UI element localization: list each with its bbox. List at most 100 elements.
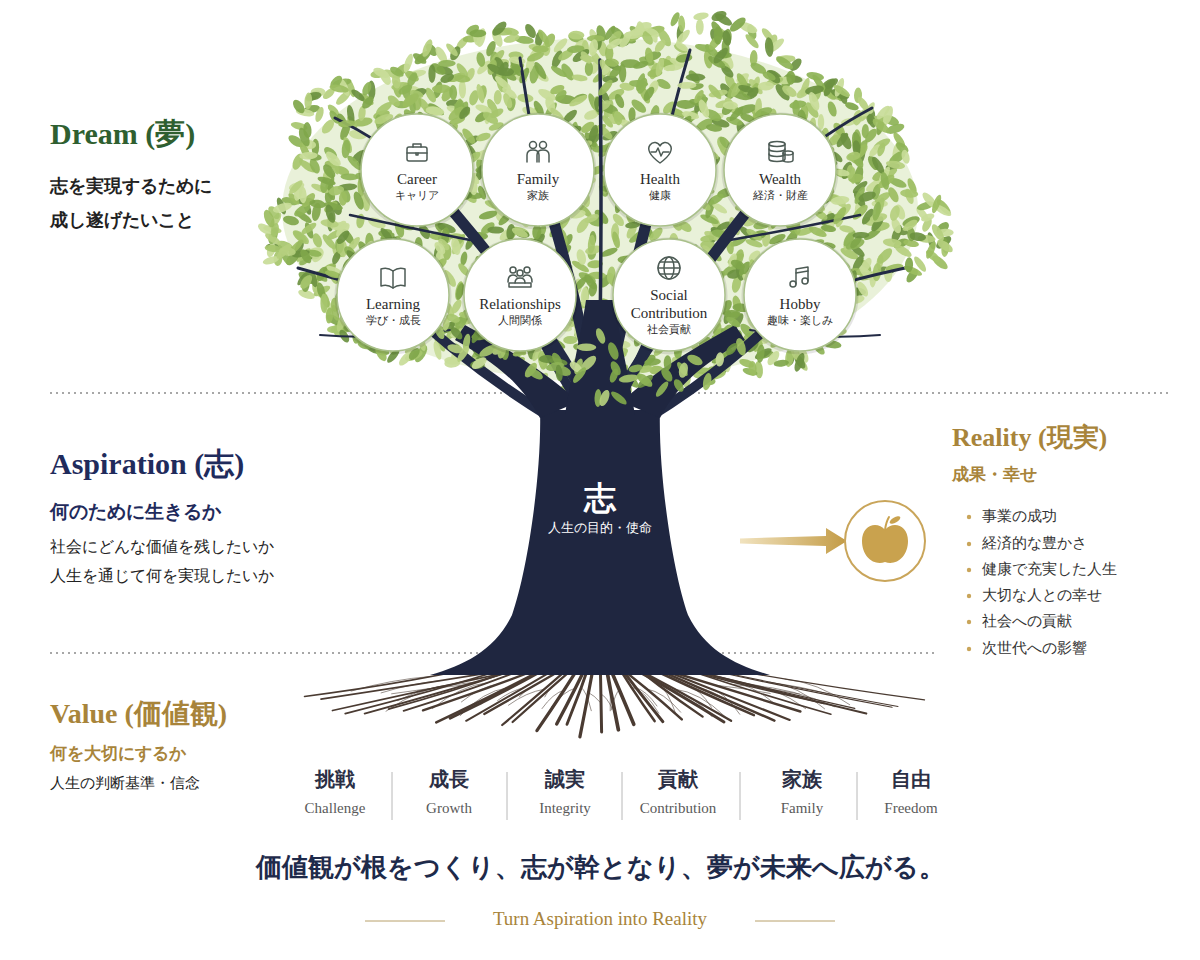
leaf	[773, 359, 789, 368]
circle-shape	[743, 238, 857, 352]
leaf	[838, 131, 854, 151]
leaf	[523, 22, 538, 40]
section-text: 社会にどんな価値を残したいか	[50, 537, 274, 556]
leaf	[715, 352, 725, 367]
trunk-body	[430, 410, 770, 675]
circle-shadow	[743, 239, 857, 353]
leaf	[484, 40, 497, 58]
leaf	[654, 57, 666, 77]
leaf	[686, 73, 705, 81]
value-word-en: Growth	[426, 799, 472, 817]
leaf	[774, 54, 795, 72]
leaf	[454, 74, 471, 83]
trunk	[430, 300, 770, 675]
leaf	[677, 82, 696, 89]
bullet-item: 事業の成功	[982, 507, 1057, 525]
circle-subtitle: 社会貢献	[647, 324, 691, 337]
root-twig	[636, 688, 657, 706]
circle-subtitle: 趣味・楽しみ	[767, 315, 833, 328]
root-twig	[545, 689, 550, 697]
value-word: 成長	[429, 767, 469, 791]
leaf	[487, 226, 504, 233]
leaf	[571, 74, 588, 83]
leaf	[705, 123, 722, 133]
leaves-front	[262, 9, 943, 408]
leaf	[568, 93, 589, 109]
leaf	[588, 39, 600, 57]
leaf	[831, 205, 848, 226]
leaf	[757, 81, 774, 91]
people-icon	[505, 262, 535, 292]
circle-subtitle: 経済・財産	[753, 190, 808, 203]
icon-stroke	[796, 271, 808, 273]
leaf	[339, 191, 348, 206]
circle-subtitle: 家族	[527, 190, 549, 203]
leaf	[748, 361, 757, 376]
value-word-en: Integrity	[539, 799, 591, 817]
icon-stroke	[790, 281, 796, 287]
bullet-item: 経済的な豊かさ	[982, 534, 1087, 552]
leaf	[706, 83, 723, 101]
icon-stroke	[524, 267, 530, 273]
root-twig	[519, 686, 534, 697]
leaf	[536, 28, 551, 46]
circle-subtitle: キャリア	[395, 190, 439, 203]
leaf	[508, 55, 526, 65]
circle-title: Health	[640, 171, 680, 188]
leaf	[909, 231, 927, 242]
book-icon	[378, 262, 408, 292]
bullet-item: 社会への貢献	[982, 612, 1072, 630]
leaf	[594, 327, 607, 345]
leaf	[583, 212, 600, 225]
leaf	[882, 237, 902, 248]
leaf	[875, 246, 895, 266]
leaf	[792, 352, 806, 373]
leaf	[335, 228, 352, 246]
leaf	[439, 72, 455, 85]
leaf	[549, 64, 568, 79]
fruit-circle	[845, 501, 925, 581]
leaf	[721, 29, 732, 46]
leaf	[613, 93, 626, 110]
leaf	[728, 15, 748, 34]
section-heading: Aspiration (志)	[50, 446, 244, 482]
leaf	[386, 93, 402, 108]
circle-subtitle: 人間関係	[498, 315, 542, 328]
leaf	[863, 127, 879, 145]
value-word-en: Challenge	[305, 799, 366, 817]
circle-shadow	[612, 239, 726, 353]
leaf	[711, 46, 730, 66]
leaf	[304, 92, 313, 109]
leaf	[700, 234, 715, 243]
circle-shape	[360, 113, 474, 227]
icon-stroke	[540, 142, 547, 149]
leaf	[475, 83, 486, 104]
leaf	[275, 242, 294, 261]
circle-shadow	[723, 114, 837, 228]
bullet-item: 大切な人との幸せ	[982, 586, 1102, 604]
leaf	[879, 171, 890, 190]
dream-circle: Learning学び・成長	[336, 238, 450, 352]
globe-icon	[654, 253, 684, 283]
leaf	[490, 19, 509, 38]
circle-title: Wealth	[759, 171, 801, 188]
value-word: 挑戦	[315, 767, 355, 791]
value-word: 貢献	[658, 767, 698, 791]
leaf	[340, 173, 358, 180]
circle-outline	[482, 114, 594, 226]
dream-circle: Careerキャリア	[360, 113, 474, 227]
leaf	[527, 367, 544, 382]
leaf	[611, 231, 622, 249]
family-icon	[523, 137, 553, 167]
leaf	[900, 149, 911, 165]
leaf	[900, 189, 919, 199]
aspiration-glyph: 志	[584, 480, 616, 517]
icon-stroke	[769, 149, 785, 152]
value-divider	[392, 772, 393, 820]
root-twig	[589, 693, 601, 703]
leaf	[475, 52, 486, 68]
leaf	[323, 149, 343, 169]
icon-stroke	[392, 271, 394, 288]
circle-shape	[603, 113, 717, 227]
dream-circle: Health健康	[603, 113, 717, 227]
